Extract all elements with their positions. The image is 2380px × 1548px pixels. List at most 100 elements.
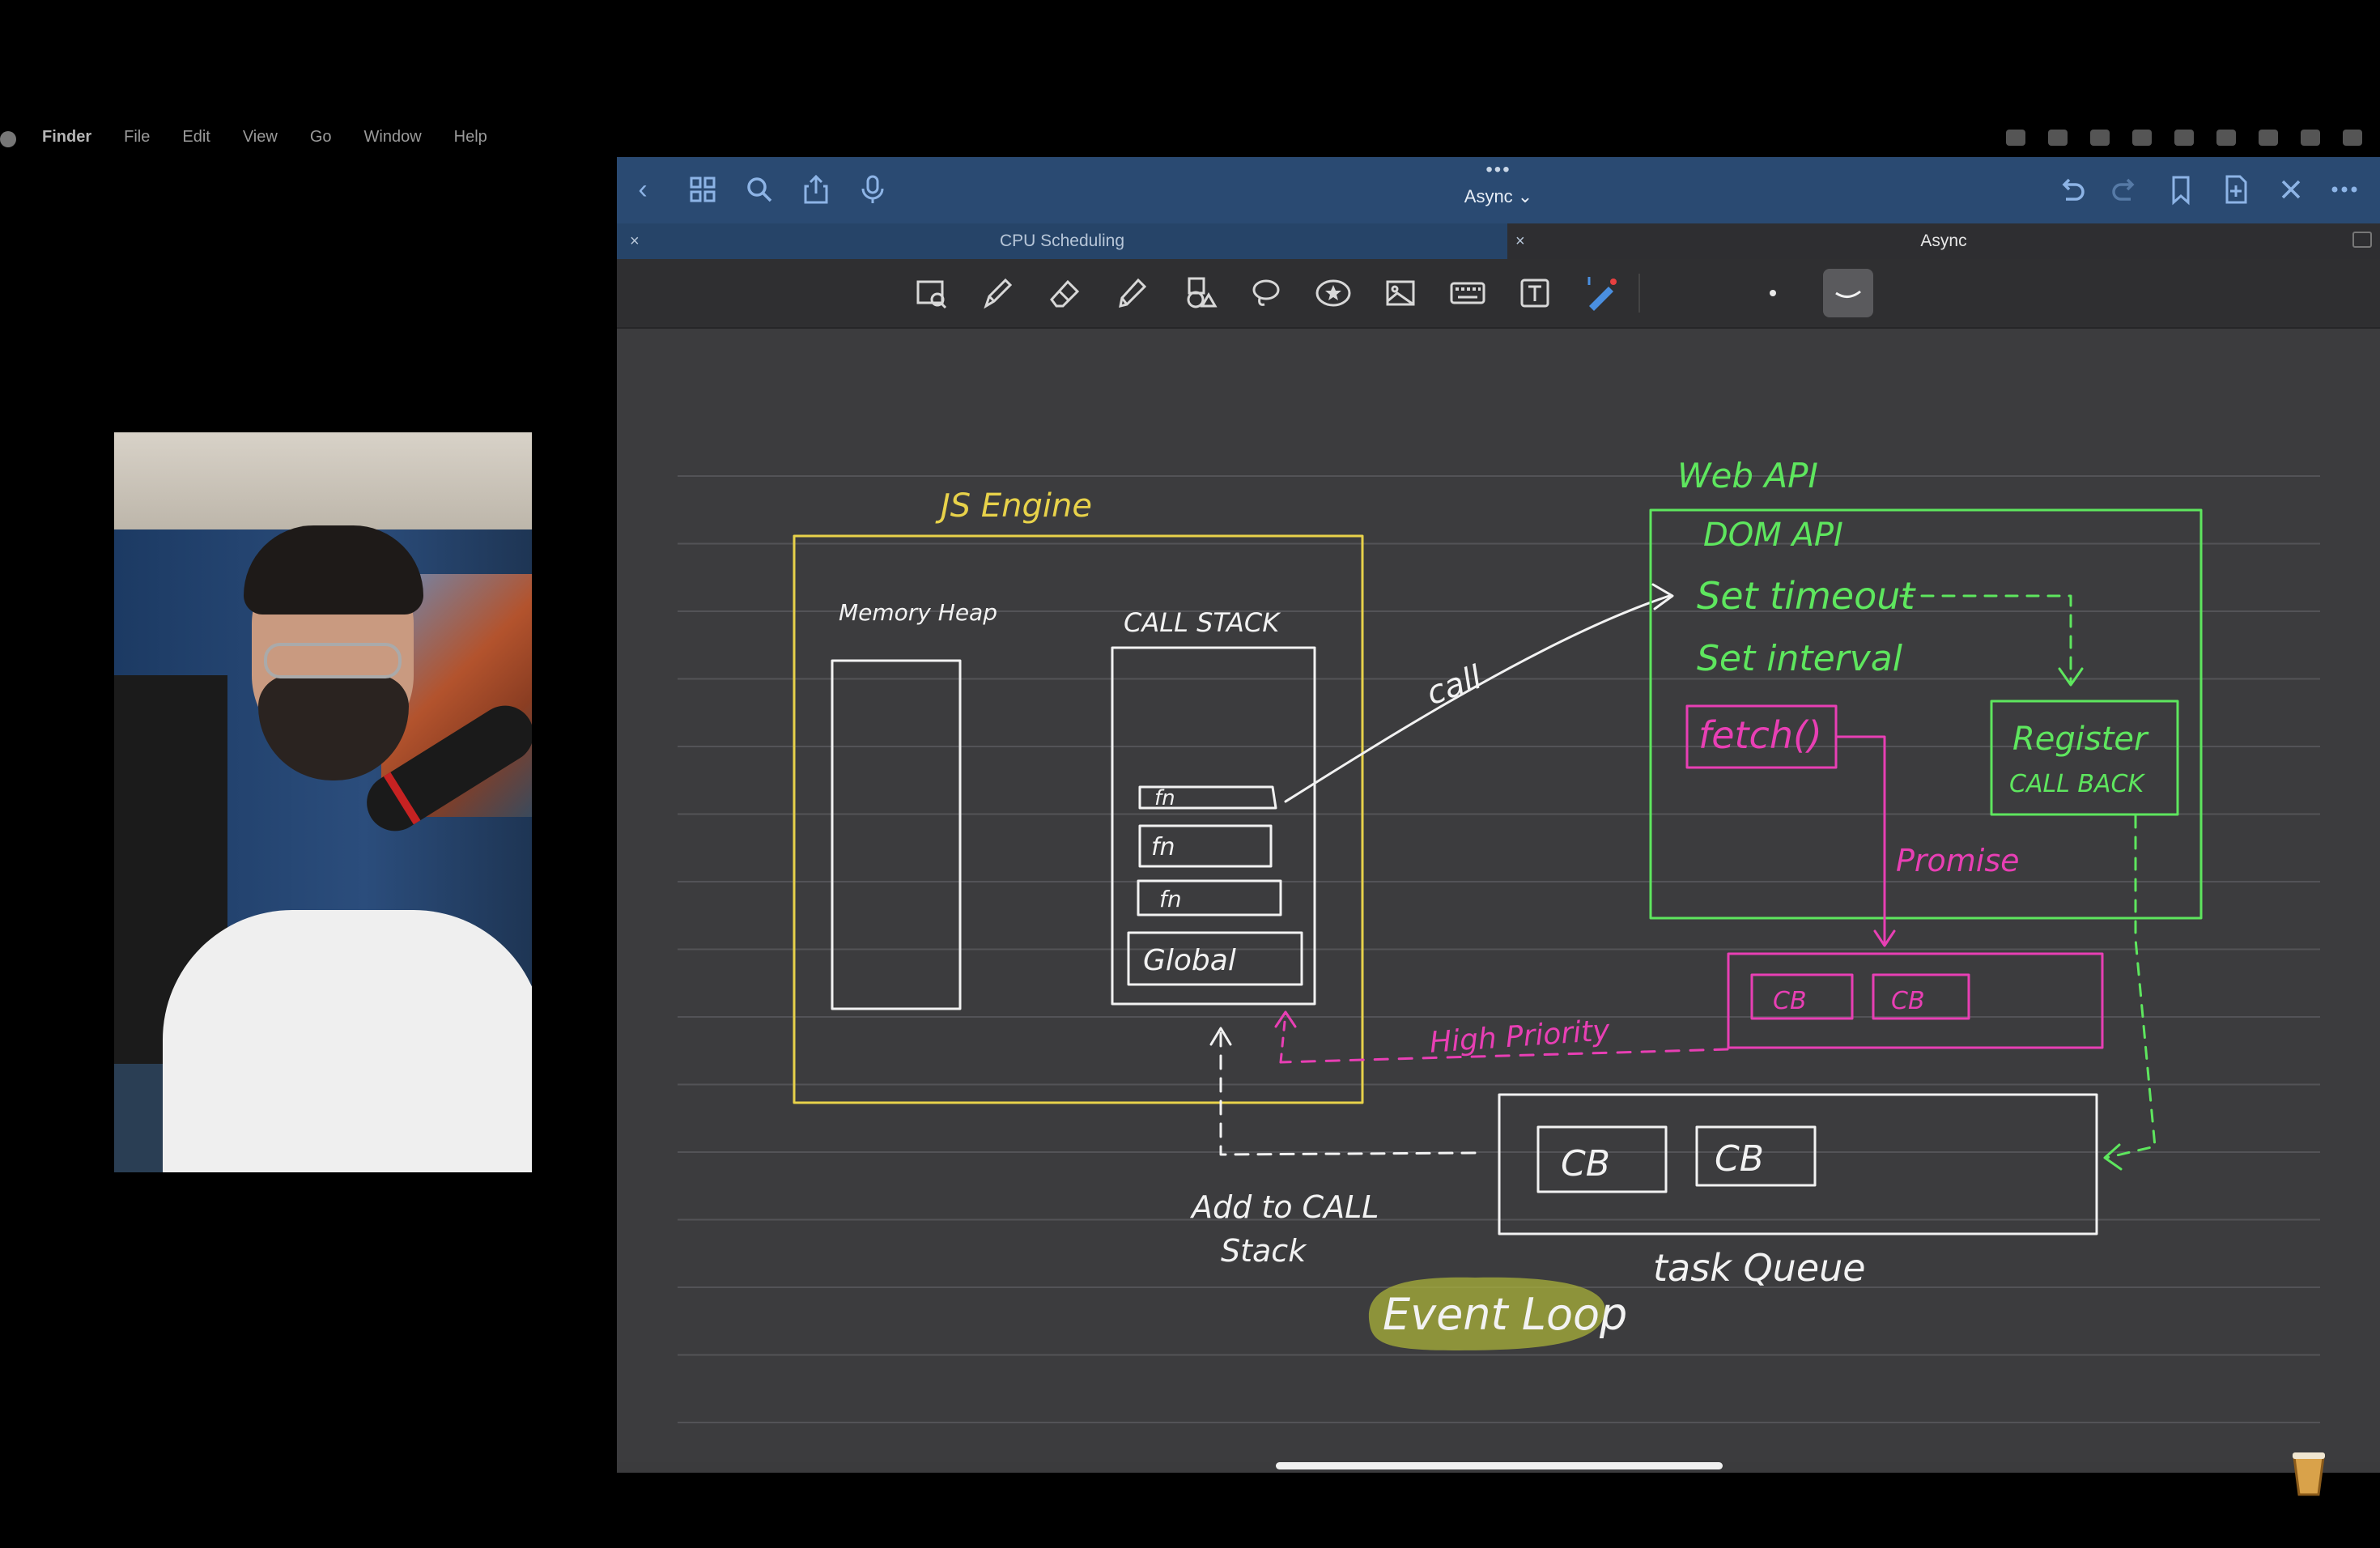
status-icon[interactable] (2301, 130, 2320, 146)
dom-api-label: DOM API (1703, 517, 1843, 554)
promise-arrowhead (1873, 929, 1896, 947)
lasso-tool-icon[interactable] (1242, 269, 1290, 317)
web-api-box (1649, 508, 2203, 920)
control-center-icon[interactable] (2259, 130, 2278, 146)
stack-frame-box (1138, 824, 1273, 868)
tab-async[interactable]: × Async (1507, 223, 2380, 259)
status-icon[interactable] (2048, 130, 2068, 146)
wifi-icon[interactable] (2216, 130, 2236, 146)
laser-pointer-tool-icon[interactable] (1578, 269, 1626, 317)
stack-frame-label: fn (1151, 833, 1175, 861)
call-arrowhead (1651, 583, 1674, 610)
high-priority-arrowhead (1274, 1010, 1297, 1028)
timeout-arrowhead (2058, 667, 2084, 687)
cup-icon (2293, 1452, 2325, 1496)
pen-tool-icon[interactable] (973, 269, 1022, 317)
zoom-window-tool-icon[interactable] (907, 269, 955, 317)
async-diagram: JS Engine Memory Heap CALL STACK fn fn f… (678, 456, 2320, 1423)
task-cb-label: CB (1715, 1138, 1764, 1180)
timeout-dashed-arrow (1899, 594, 2072, 683)
window-grabber-icon[interactable]: ••• (1485, 159, 1511, 181)
promise-arrow (1834, 735, 1886, 946)
document-title[interactable]: Async ⌄ (1464, 186, 1533, 206)
tab-cpu-scheduling[interactable]: × CPU Scheduling (617, 223, 1507, 259)
apple-logo-icon[interactable] (0, 131, 16, 147)
microtask-cb-label: CB (1891, 987, 1925, 1015)
microphone-record-icon[interactable] (855, 172, 890, 207)
menu-file[interactable]: File (124, 128, 151, 146)
webcam-person-glasses (264, 643, 402, 678)
drawing-toolbar (617, 259, 2380, 329)
bookmark-icon[interactable] (2163, 172, 2199, 207)
fetch-label: fetch() (1698, 713, 1822, 757)
memory-heap-box (831, 659, 962, 1010)
task-queue-title: task Queue (1653, 1246, 1866, 1290)
menu-help[interactable]: Help (453, 128, 487, 146)
menu-view[interactable]: View (242, 128, 278, 146)
close-icon[interactable] (2273, 172, 2309, 207)
task-cb-box (1695, 1125, 1817, 1187)
stack-frame-box (1137, 879, 1282, 916)
status-icon[interactable] (2132, 130, 2152, 146)
highlighter-tool-icon[interactable] (1107, 269, 1156, 317)
redo-icon[interactable] (2108, 172, 2144, 207)
microtask-cb-label: CB (1773, 987, 1807, 1015)
event-loop-highlight (1368, 1277, 1605, 1350)
event-loop-arrowhead (1209, 1027, 1232, 1046)
webcam-person-hair (244, 525, 423, 615)
register-callback-box (1990, 700, 2179, 816)
memory-heap-label: Memory Heap (839, 599, 997, 626)
tab-close-icon[interactable]: × (630, 232, 640, 250)
tab-label: CPU Scheduling (999, 232, 1125, 250)
stroke-size-dot-icon[interactable] (1770, 290, 1776, 296)
back-icon[interactable]: ‹ (638, 174, 648, 205)
notes-app-window: ••• ‹ Async ⌄ (617, 157, 2380, 1473)
shapes-tool-icon[interactable] (1175, 269, 1223, 317)
grid-view-icon[interactable] (685, 172, 720, 207)
set-interval-label: Set interval (1697, 638, 1903, 679)
status-icon[interactable] (2090, 130, 2110, 146)
event-loop-dashed-arrow (1219, 1028, 1477, 1156)
tab-close-icon[interactable]: × (1515, 232, 1525, 250)
webcam-wall (114, 432, 532, 529)
web-api-title: Web API (1677, 456, 1818, 495)
sticker-tool-icon[interactable] (1309, 269, 1358, 317)
undo-icon[interactable] (2053, 172, 2089, 207)
high-priority-dashed-arrow (1279, 1012, 1287, 1064)
microtask-queue-box (1727, 952, 2104, 1049)
webcam-person-body (163, 910, 532, 1172)
add-to-stack-label: Stack (1221, 1233, 1307, 1269)
split-view-icon[interactable] (2352, 232, 2372, 248)
register-dashed-arrow (2105, 814, 2157, 1159)
stack-frame-label: Global (1143, 944, 1236, 977)
menu-items: Finder File Edit View Go Window Help (42, 128, 487, 147)
menu-finder[interactable]: Finder (42, 128, 92, 146)
status-icon[interactable] (2343, 130, 2362, 146)
status-icon[interactable] (2174, 130, 2194, 146)
stack-frame-box (1127, 931, 1303, 986)
task-cb-label: CB (1561, 1143, 1610, 1184)
text-tool-icon[interactable] (1511, 269, 1559, 317)
menu-edit[interactable]: Edit (182, 128, 210, 146)
home-indicator[interactable] (1276, 1462, 1723, 1469)
menu-window[interactable]: Window (363, 128, 422, 146)
status-icon[interactable] (2006, 130, 2025, 146)
image-tool-icon[interactable] (1376, 269, 1425, 317)
tab-label: Async (1920, 232, 1967, 250)
search-icon[interactable] (742, 172, 777, 207)
note-page-canvas[interactable]: JS Engine Memory Heap CALL STACK fn fn f… (617, 329, 2380, 1462)
stack-frame-label: fn (1159, 886, 1182, 912)
keyboard-tool-icon[interactable] (1443, 269, 1492, 317)
stroke-style-button[interactable] (1823, 269, 1873, 317)
task-cb-box (1536, 1125, 1668, 1193)
event-loop-label: Event Loop (1383, 1289, 1627, 1340)
add-page-icon[interactable] (2218, 172, 2254, 207)
share-icon[interactable] (798, 172, 834, 207)
eraser-tool-icon[interactable] (1040, 269, 1089, 317)
menu-go[interactable]: Go (309, 128, 332, 146)
microtask-cb-box (1750, 973, 1854, 1020)
more-options-icon[interactable] (2327, 172, 2362, 207)
menu-bar: Finder File Edit View Go Window Help (0, 121, 2380, 157)
call-label: call (1422, 659, 1486, 713)
stack-frame-label: fn (1154, 786, 1175, 810)
